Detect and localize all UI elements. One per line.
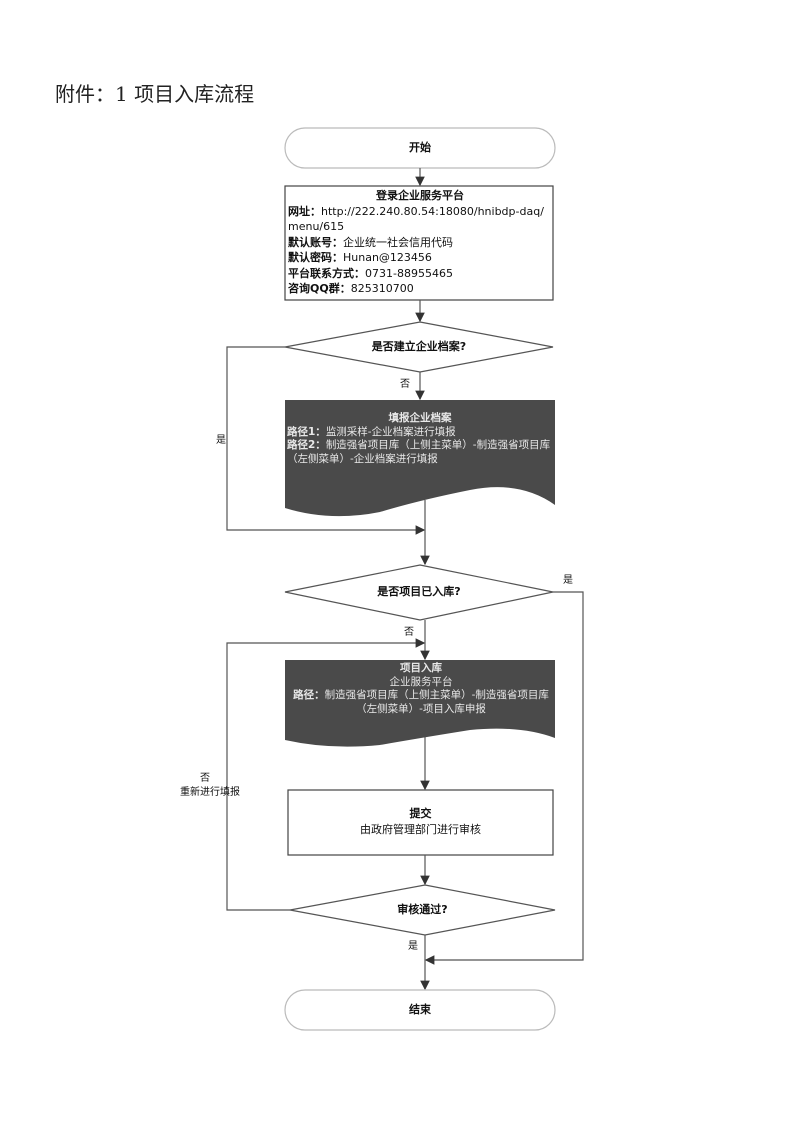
decision3-no: 否 [200,773,210,784]
login-box [284,185,554,301]
project-entry-box [285,660,555,747]
end-terminator [284,989,556,1031]
page-title: 附件：1 项目入库流程 [55,82,255,106]
login-box-content: 登录企业服务平台 网址：http://222.240.80.54:18080/h… [288,188,552,297]
start-label: 开始 [409,141,431,154]
decision3-no-note: 重新进行填报 [180,787,240,798]
login-line: 默认密码：Hunan@123456 [288,251,432,264]
decision2-no: 否 [404,627,414,638]
fill-profile-box [285,400,555,517]
login-line: menu/615 [288,220,345,233]
submit-box [287,789,554,856]
decision2-text: 是否项目已入库? [377,585,461,598]
decision1-no: 否 [400,379,410,390]
decision2-yes: 是 [563,575,573,586]
decision1-yes: 是 [216,435,226,446]
project-entry-heading: 项目入库 [400,662,442,674]
fill-profile-content: 填报企业档案 路径1：监测采样-企业档案进行填报 路径2：制造强省项目库（上侧主… [287,412,553,466]
decision1-text: 是否建立企业档案? [371,340,467,353]
decision3-yes: 是 [408,941,418,952]
fill-profile-heading: 填报企业档案 [388,412,452,424]
decision2-diamond [284,564,554,621]
end-label: 结束 [409,1003,431,1016]
login-heading: 登录企业服务平台 [376,189,464,202]
login-line: 网址：http://222.240.80.54:18080/hnibdp-daq… [288,204,544,218]
decision3-text: 审核通过? [397,903,448,916]
login-line: 默认账号：企业统一社会信用代码 [288,235,453,249]
project-entry-content: 项目入库 企业服务平台 路径：制造强省项目库（上侧主菜单）-制造强省项目库（左侧… [290,662,552,716]
login-line: 平台联系方式：0731-88955465 [288,266,453,280]
submit-content: 提交 由政府管理部门进行审核 [360,807,481,836]
login-line: 咨询QQ群：825310700 [288,282,414,295]
